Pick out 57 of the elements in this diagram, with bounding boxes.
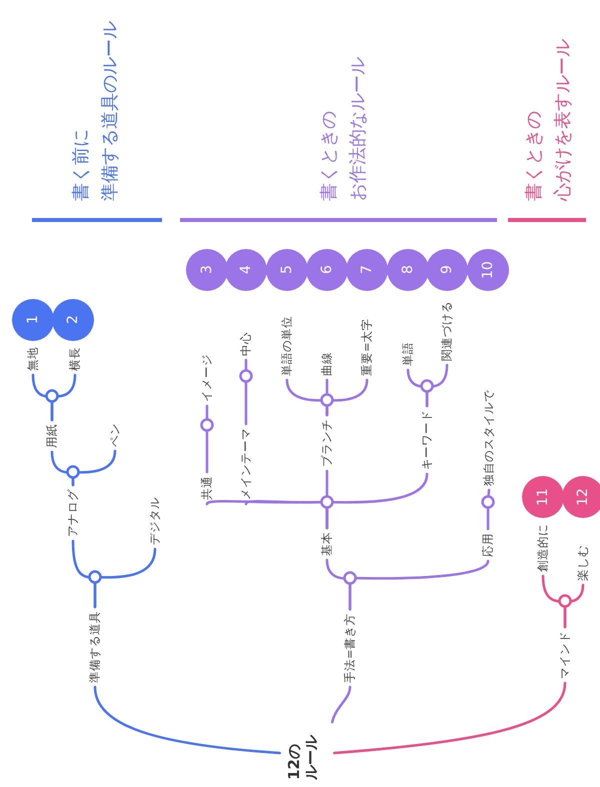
branch-line [426, 364, 448, 408]
branch-label: メインテーマ [239, 428, 253, 500]
branch-line [94, 548, 156, 608]
branch-label: 準備する道具 [88, 611, 102, 683]
section-heading: 心がけを表すルール [554, 39, 574, 201]
branch-label: 単語の単位 [280, 316, 294, 376]
section-heading: 準備する道具のルール [100, 21, 122, 201]
branch-label: デジタル [148, 497, 162, 545]
branch-label: アナログ [66, 489, 80, 537]
branch-label: 中心 [239, 332, 253, 356]
branch-line [486, 488, 490, 530]
branch-label: 応用 [481, 533, 495, 557]
branch-label: 楽しむ [576, 545, 590, 581]
branch-line [94, 686, 281, 754]
number-circle: 1 [12, 299, 54, 341]
number-circle: 2 [52, 299, 94, 341]
number-circle: 9 [426, 249, 468, 291]
section-heading: 書くときの [320, 111, 340, 201]
branch-label: 用紙 [45, 424, 59, 448]
branch-line [326, 472, 428, 530]
branch-label: 重要=太字 [360, 318, 374, 376]
branch-label: イメージ [200, 354, 214, 402]
section-heading: お作法的なルール [348, 57, 370, 201]
branch-label: 基本 [320, 532, 334, 556]
branch-line [326, 378, 368, 416]
branch-label: 曲線 [320, 352, 334, 376]
branch-label: ペン [108, 423, 122, 447]
number-circle: 10 [467, 249, 509, 291]
number-circle: 4 [225, 249, 267, 291]
branch-label: 創造的に [536, 524, 550, 572]
branch-label: マインド [558, 631, 572, 679]
branch-label: キーワード [420, 410, 434, 470]
section-heading: 書く前に [72, 129, 92, 201]
branch-line [333, 682, 566, 754]
central-topic: 12のルール [286, 734, 320, 780]
branch-label: 手法=書き方 [343, 613, 357, 683]
branch-label: 単語 [401, 342, 415, 366]
branch-line [348, 560, 490, 611]
number-circle: 11 [522, 476, 564, 518]
number-circle: 7 [346, 249, 388, 291]
branch-line [50, 374, 76, 422]
number-circle: 12 [562, 476, 600, 518]
branch-label: 関連づける [440, 301, 454, 361]
branch-label: 共通 [200, 476, 214, 500]
branch-label: 無地 [26, 347, 40, 371]
branch-line [331, 686, 352, 724]
branch-label: ブランチ [320, 419, 334, 467]
number-circle: 8 [387, 249, 429, 291]
branch-line [206, 404, 208, 474]
branch-label: 横長 [68, 347, 82, 371]
branch-line [72, 450, 116, 486]
number-circle: 6 [306, 249, 348, 291]
branch-label: 独自のスタイルで [482, 390, 496, 486]
number-circle: 5 [266, 249, 308, 291]
number-circle: 3 [186, 249, 228, 291]
branch-line [244, 358, 248, 426]
section-heading: 書くときの [524, 111, 546, 201]
